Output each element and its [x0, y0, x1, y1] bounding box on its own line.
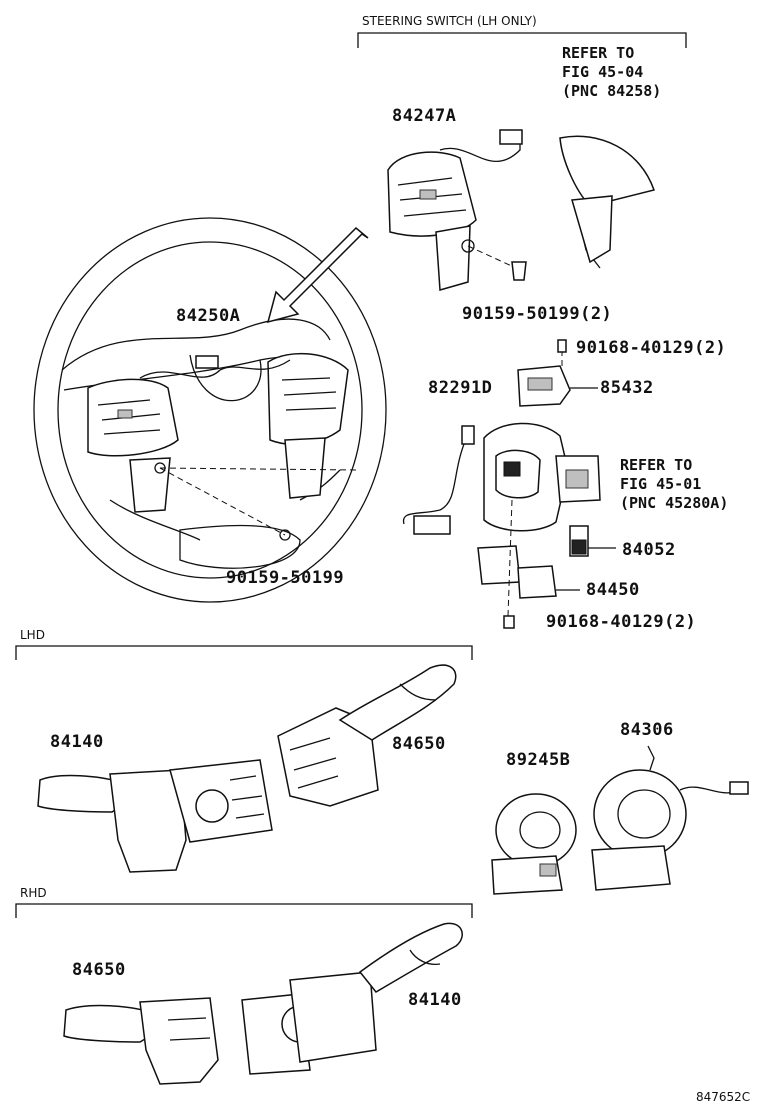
part-number-82291D[interactable]: 82291D: [428, 378, 493, 398]
horn-pad-cover: [559, 135, 655, 269]
wheel-wiring: [139, 355, 359, 541]
part-number-84052[interactable]: 84052: [622, 540, 676, 560]
rhd-wiper-switch: [63, 997, 219, 1085]
part-number-84140-rhd[interactable]: 84140: [408, 990, 462, 1010]
wheel-right-switch: [267, 352, 349, 499]
part-number-90159-50199[interactable]: 90159-50199: [226, 568, 345, 588]
part-number-90159-50199-qty2[interactable]: 90159-50199(2): [462, 304, 613, 324]
part-number-84650-lhd[interactable]: 84650: [392, 734, 446, 754]
pointer-arrow: [266, 226, 369, 324]
spiral-cable-84306: [591, 745, 749, 891]
steering-switch-bracket: [357, 32, 687, 48]
part-number-84650-rhd[interactable]: 84650: [72, 960, 126, 980]
steering-switch-heading: STEERING SWITCH (LH ONLY): [362, 14, 537, 28]
part-number-90168-40129-bottom[interactable]: 90168-40129(2): [546, 612, 697, 632]
lhd-wiper-switch: [277, 664, 457, 807]
rhd-heading: RHD: [20, 886, 47, 900]
wheel-left-switch: [87, 378, 179, 513]
rhd-bracket: [15, 903, 473, 918]
part-number-84140-lhd[interactable]: 84140: [50, 732, 104, 752]
spiral-cable-89245B: [491, 793, 577, 895]
reference-note-middle: REFER TO FIG 45-01 (PNC 45280A): [620, 456, 729, 512]
part-number-84450[interactable]: 84450: [586, 580, 640, 600]
switch-84052: [569, 525, 616, 557]
part-number-84247A[interactable]: 84247A: [392, 106, 457, 126]
part-number-84250A[interactable]: 84250A: [176, 306, 241, 326]
switch-assembly-84247A: [387, 129, 527, 291]
reference-note-top: REFER TO FIG 45-04 (PNC 84258): [562, 44, 662, 100]
lhd-turn-signal-switch: [37, 759, 273, 873]
ignition-switch-84450: [477, 499, 580, 629]
part-number-90168-40129-top[interactable]: 90168-40129(2): [576, 338, 727, 358]
figure-code: 847652C: [696, 1090, 751, 1104]
combination-switch-body: [402, 422, 601, 535]
part-number-84306[interactable]: 84306: [620, 720, 674, 740]
rhd-turn-signal-switch: [241, 922, 463, 1075]
lhd-bracket: [15, 645, 473, 660]
steering-wheel: [33, 217, 387, 603]
sensor-85432: [517, 339, 598, 407]
lhd-heading: LHD: [20, 628, 45, 642]
part-number-85432[interactable]: 85432: [600, 378, 654, 398]
part-number-89245B[interactable]: 89245B: [506, 750, 571, 770]
